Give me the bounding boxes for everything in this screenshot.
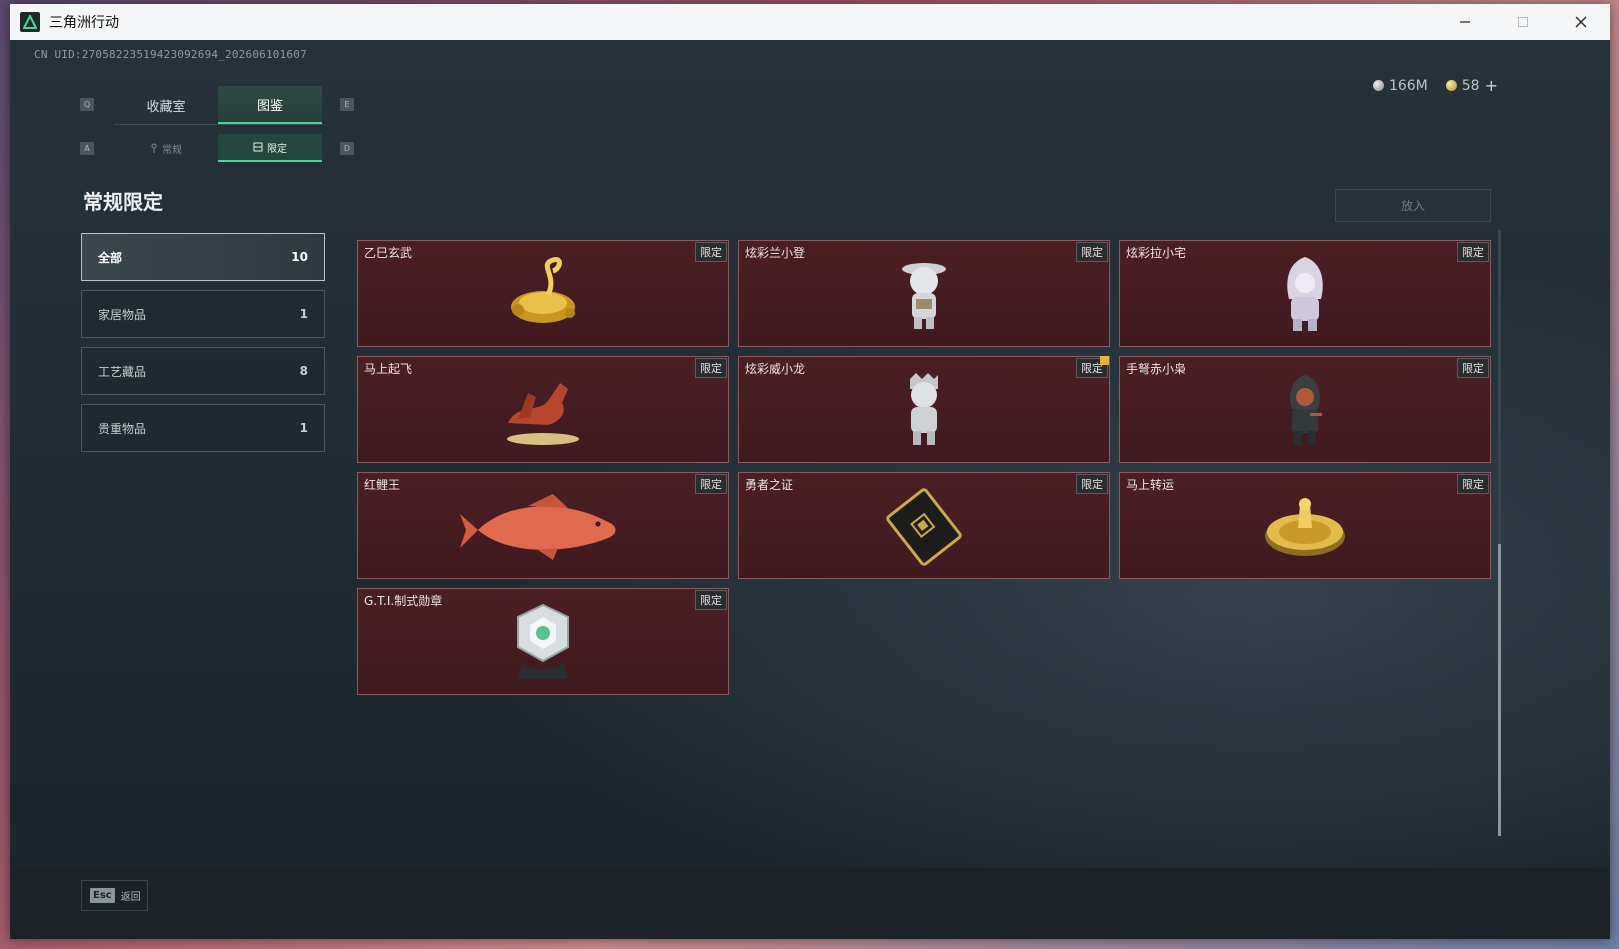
back-label: 返回 [120, 892, 141, 903]
new-notification-badge [1100, 356, 1109, 365]
window-title: 三角洲行动 [49, 15, 119, 31]
tab-codex[interactable]: 图鉴 [218, 86, 322, 124]
tab-collection-room[interactable]: 收藏室 [146, 99, 186, 115]
card-icon [886, 488, 962, 566]
item-name: G.T.I.制式勋章 [364, 594, 443, 608]
limited-badge: 限定 [695, 242, 727, 262]
delta-logo-icon [20, 12, 40, 32]
key-hint-e: E [340, 98, 354, 111]
footer-bar: Esc 返回 [10, 868, 1610, 939]
item-name: 马上起飞 [364, 362, 413, 376]
close-button[interactable] [1552, 4, 1610, 40]
silver-coin-icon [1372, 80, 1384, 91]
golden-serpent-turtle-icon [511, 257, 575, 323]
key-hint-q: Q [80, 98, 94, 111]
add-currency-button[interactable]: + [1484, 76, 1498, 95]
category-label: 家居物品 [98, 307, 147, 322]
item-card[interactable]: 炫彩威小龙 限定 [738, 356, 1110, 463]
item-name: 炫彩兰小登 [745, 246, 806, 260]
limited-badge: 限定 [1457, 358, 1489, 378]
item-name: 红鲤王 [364, 478, 401, 492]
category-count: 8 [299, 364, 308, 378]
item-name: 乙巳玄武 [364, 246, 413, 260]
limited-badge: 限定 [695, 474, 727, 494]
limited-badge: 限定 [1076, 474, 1108, 494]
primary-tabs: 收藏室 图鉴 [114, 86, 323, 125]
tab-regular-label: 常规 [162, 144, 182, 156]
limited-badge: 限定 [695, 358, 727, 378]
category-count: 1 [299, 421, 308, 435]
scrollbar[interactable] [1498, 230, 1501, 836]
gold-coin-icon [1445, 80, 1457, 91]
page-title: 常规限定 [83, 190, 163, 214]
limited-badge: 限定 [695, 590, 727, 610]
gold-amount: 58 [1461, 77, 1480, 94]
golden-wheel-icon [1265, 498, 1345, 556]
medal-icon [517, 603, 569, 679]
key-hint-a: A [80, 142, 94, 155]
figurine-icon [910, 373, 938, 445]
category-all[interactable]: 全部 10 [81, 233, 325, 281]
tab-regular[interactable]: 常规 [114, 134, 218, 162]
uid-text: CN UID:270582235194230926​94_20260610160… [34, 48, 307, 61]
item-name: 炫彩拉小宅 [1126, 246, 1187, 260]
regular-icon [151, 143, 157, 153]
currency-gold: 58 + [1445, 76, 1498, 95]
secondary-tabs: 常规 限定 [114, 134, 323, 162]
item-grid: 乙巳玄武 限定 炫彩兰小登 限定 [357, 240, 1491, 695]
item-card[interactable]: 炫彩拉小宅 限定 [1119, 240, 1491, 347]
hooded-figurine-icon [1287, 257, 1323, 331]
carp-fish-icon [460, 494, 616, 560]
currency-bar: 166M 58 + [1372, 76, 1498, 95]
back-button[interactable]: Esc 返回 [81, 880, 148, 911]
currency-silver: 166M [1372, 77, 1428, 94]
limited-badge: 限定 [1076, 242, 1108, 262]
item-card[interactable]: 马上起飞 限定 [357, 356, 729, 463]
category-count: 1 [299, 307, 308, 321]
horse-statue-icon [507, 383, 579, 445]
limited-badge: 限定 [1457, 474, 1489, 494]
hooded-figurine-icon [1290, 375, 1322, 445]
item-card[interactable]: 手弩赤小枭 限定 [1119, 356, 1491, 463]
scrollbar-thumb[interactable] [1498, 544, 1501, 836]
limited-icon [253, 142, 263, 152]
close-icon [1575, 16, 1587, 28]
item-card[interactable]: 马上转运 限定 [1119, 472, 1491, 579]
item-card[interactable]: 炫彩兰小登 限定 [738, 240, 1110, 347]
maximize-icon [1518, 17, 1528, 27]
silver-amount: 166M [1388, 77, 1428, 94]
category-count: 10 [291, 250, 308, 264]
item-name: 马上转运 [1126, 478, 1175, 492]
minimize-button[interactable] [1436, 4, 1494, 40]
title-bar: 三角洲行动 [10, 4, 1610, 40]
tab-limited[interactable]: 限定 [218, 134, 322, 162]
item-name: 勇者之证 [745, 478, 794, 492]
category-craft[interactable]: 工艺藏品 8 [81, 347, 325, 395]
minimize-icon [1460, 21, 1470, 23]
category-home[interactable]: 家居物品 1 [81, 290, 325, 338]
key-hint-d: D [340, 142, 354, 155]
item-card[interactable]: G.T.I.制式勋章 限定 [357, 588, 729, 695]
item-name: 手弩赤小枭 [1126, 362, 1187, 376]
limited-badge: 限定 [1457, 242, 1489, 262]
category-label: 工艺藏品 [98, 364, 147, 379]
tab-limited-label: 限定 [267, 143, 287, 155]
app-window: 三角洲行动 CN UID:270582235194230926​94_20260… [10, 4, 1610, 939]
maximize-button[interactable] [1494, 4, 1552, 40]
figurine-icon [902, 263, 946, 329]
category-valuable[interactable]: 贵重物品 1 [81, 404, 325, 452]
item-card[interactable]: 红鲤王 限定 [357, 472, 729, 579]
item-card[interactable]: 勇者之证 限定 [738, 472, 1110, 579]
category-label: 全部 [98, 250, 123, 265]
category-label: 贵重物品 [98, 421, 147, 436]
category-list: 全部 10 家居物品 1 工艺藏品 8 贵重物品 1 [81, 233, 325, 461]
put-in-button[interactable]: 放入 [1335, 189, 1491, 222]
item-name: 炫彩威小龙 [745, 362, 806, 376]
esc-key-hint: Esc [90, 888, 115, 903]
main-content: CN UID:270582235194230926​94_20260610160… [10, 40, 1610, 939]
item-card[interactable]: 乙巳玄武 限定 [357, 240, 729, 347]
